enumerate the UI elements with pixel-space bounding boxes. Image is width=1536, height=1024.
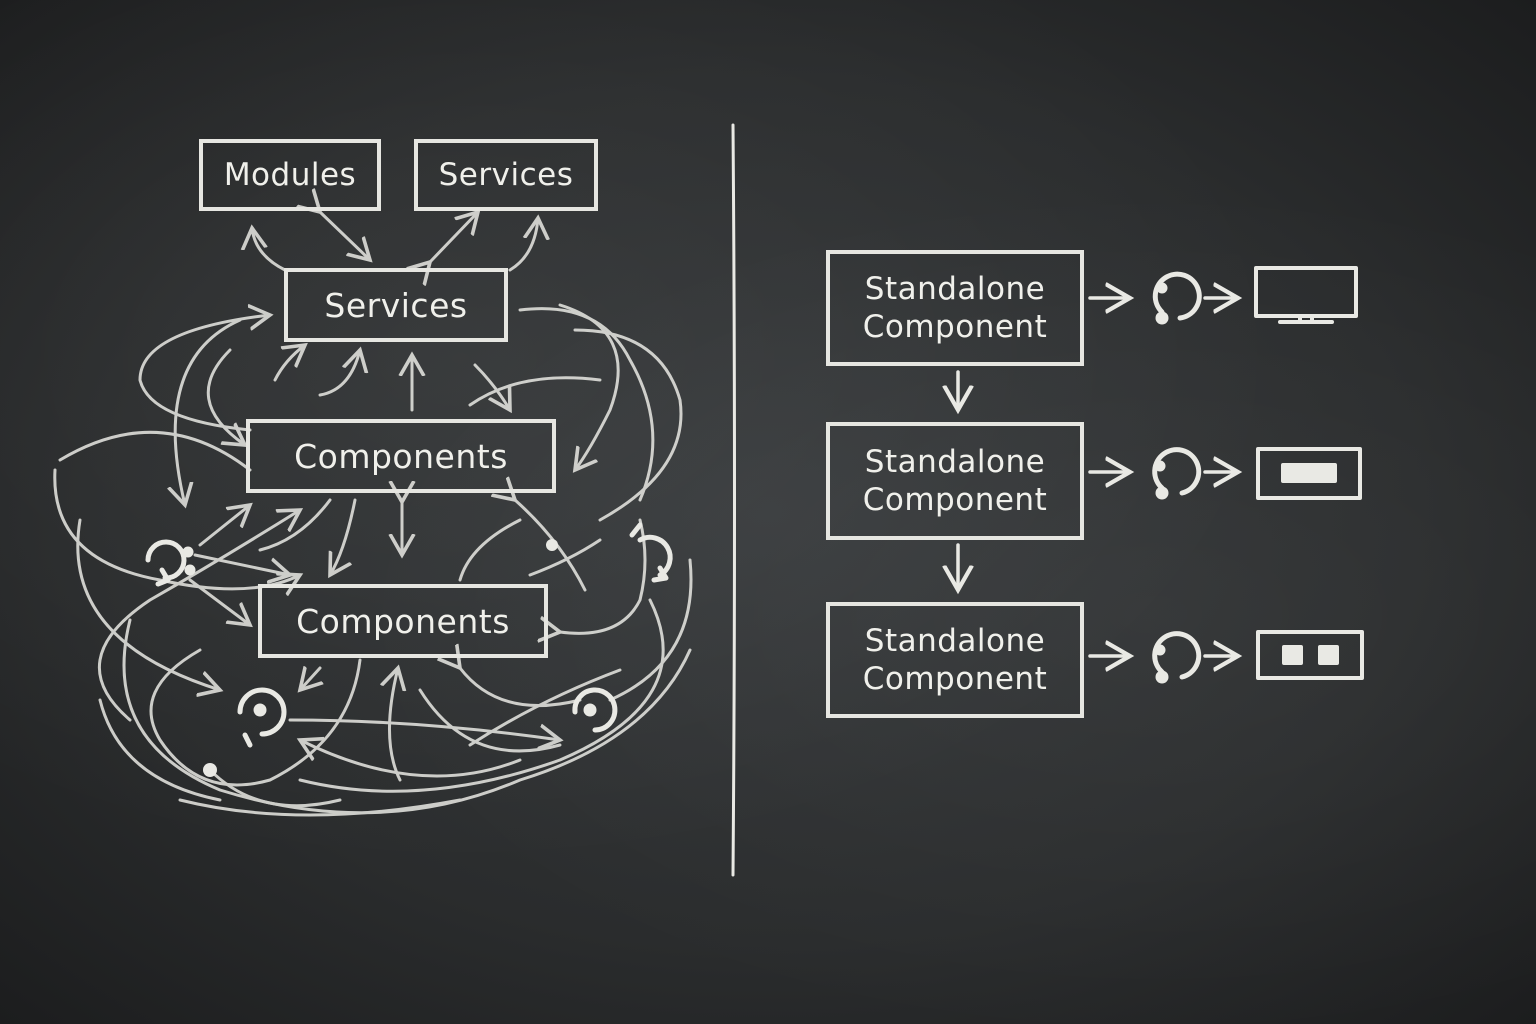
sync-icon-row-1 [1152,271,1202,325]
modules-box: Modules [199,139,381,211]
monitor-icon [1254,266,1358,324]
component-line2: Component [862,309,1048,345]
services-label: Services [324,285,468,325]
sync-icons [145,522,673,777]
divider-line [731,123,736,877]
components-lower-box: Components [258,584,548,658]
component-line2: Component [862,661,1048,697]
two-squares-icon [1256,630,1364,680]
modules-label: Modules [223,157,357,193]
standalone-component-box-2: Standalone Component [826,422,1084,540]
sync-icon-bottom-right [572,687,618,733]
standalone-component-box-3: Standalone Component [826,602,1084,718]
standalone-component-box-1: Standalone Component [826,250,1084,366]
standalone-line1: Standalone [864,271,1046,307]
components-lower-label: Components [296,601,510,641]
sync-icon-left [145,539,196,587]
right-flow [958,298,1238,656]
services-top-box: Services [414,139,598,211]
sync-icon-bottom-left [237,687,287,748]
sync-icon-right [629,522,673,583]
standalone-line1: Standalone [864,444,1046,480]
standalone-line1: Standalone [864,623,1046,659]
sync-icon-row-2 [1152,447,1202,500]
component-line2: Component [862,482,1048,518]
services-top-label: Services [438,157,574,193]
bar-screen-icon [1256,447,1362,500]
services-box: Services [284,268,508,342]
sync-icon-row-3 [1152,631,1202,684]
components-upper-label: Components [294,436,508,476]
components-upper-box: Components [246,419,556,493]
